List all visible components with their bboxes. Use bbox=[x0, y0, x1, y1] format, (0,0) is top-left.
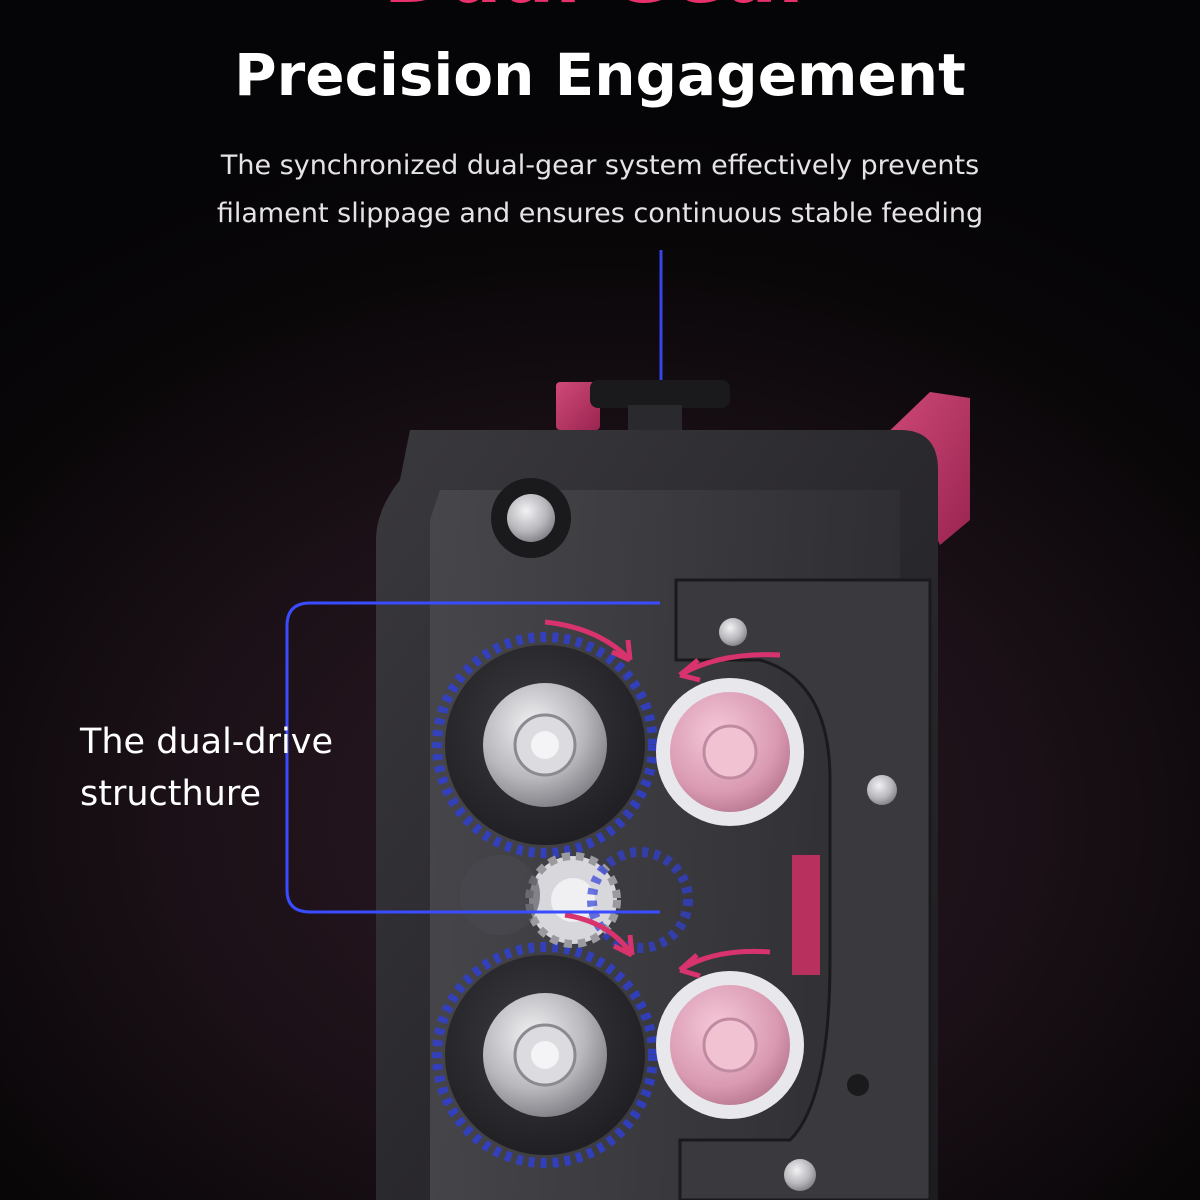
screw-arm-top bbox=[719, 618, 747, 646]
screw-arm-right bbox=[867, 775, 897, 805]
arm-pink-strip bbox=[792, 855, 820, 975]
feature-description: The synchronized dual-gear system effect… bbox=[0, 142, 1200, 238]
arrow-lower-left bbox=[564, 912, 635, 957]
upper-drive-gear-teeth bbox=[432, 632, 658, 858]
lower-drive-gear-teeth bbox=[432, 942, 658, 1168]
idler-arm bbox=[674, 578, 932, 1200]
callout-line-1: The dual-drive bbox=[80, 722, 333, 762]
top-release-tab bbox=[556, 382, 600, 430]
top-cap bbox=[590, 380, 730, 408]
hex-hole bbox=[847, 1074, 869, 1096]
callout-line-2: structhure bbox=[80, 774, 262, 814]
screw-arm-bottom bbox=[784, 1159, 816, 1191]
arrow-upper-left bbox=[544, 619, 632, 662]
callout-label: The dual-drive structhure bbox=[80, 716, 333, 820]
feature-heading-top: Dual Gear bbox=[0, 0, 1200, 14]
feature-title: Precision Engagement bbox=[234, 41, 966, 109]
callout-box bbox=[285, 601, 660, 914]
description-line-1: The synchronized dual-gear system effect… bbox=[220, 150, 980, 181]
description-line-2: filament slippage and ensures continuous… bbox=[216, 198, 984, 229]
screw-top-left bbox=[507, 494, 555, 542]
